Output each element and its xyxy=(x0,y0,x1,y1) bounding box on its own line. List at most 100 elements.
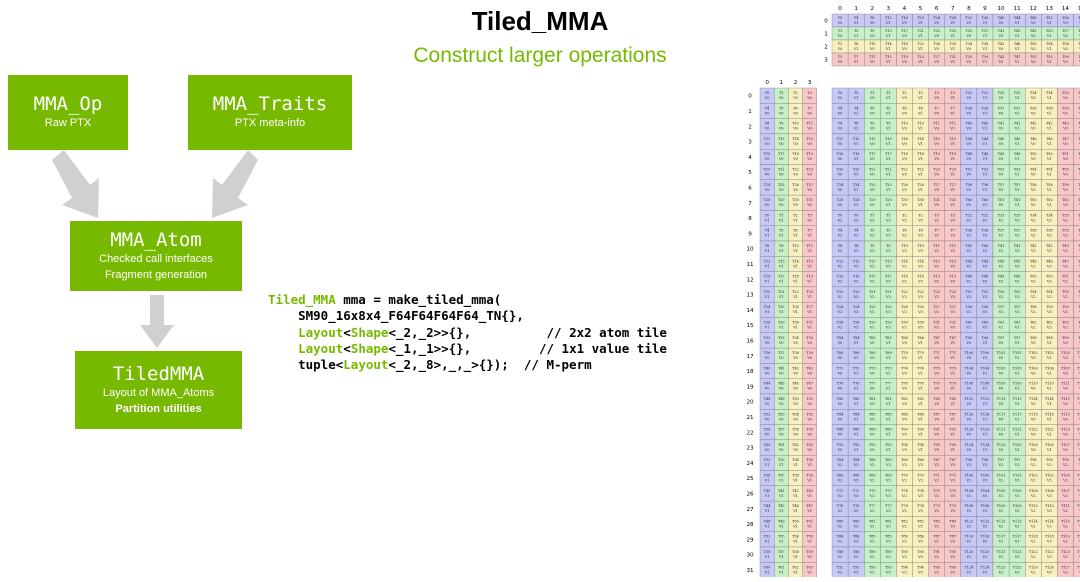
b-cell-value: V1 xyxy=(1046,21,1052,25)
a-cell-thread: T10 xyxy=(792,122,799,126)
c-cell-thread: T119 xyxy=(1061,535,1070,539)
c-cell-thread: T114 xyxy=(1045,397,1054,401)
c-cell-thread: T16 xyxy=(837,152,844,156)
a-cell-value: V0 xyxy=(792,356,798,360)
a-cell-thread: T33 xyxy=(778,336,785,340)
code-type: Tiled_MMA xyxy=(268,292,336,307)
c-cell-value: V1 xyxy=(885,96,891,100)
c-cell-value: V3 xyxy=(949,479,955,483)
a-cell-thread: T43 xyxy=(806,489,813,493)
c-cell-value: V3 xyxy=(853,463,859,467)
a-cell-value: V1 xyxy=(778,540,784,544)
a-cell-thread: T27 xyxy=(806,305,813,309)
c-cell-thread: T87 xyxy=(933,535,940,539)
c-cell-thread: T66 xyxy=(901,458,908,462)
c-cell-value: V0 xyxy=(869,371,875,375)
c-cell-value: V3 xyxy=(1014,218,1020,222)
c-cell-thread: T122 xyxy=(1029,428,1038,432)
code-line-2: SM90_16x8x4_F64F64F64F64_TN{}, xyxy=(268,308,524,323)
a-row-index: 19 xyxy=(746,384,754,390)
b-cell-thread: T4 xyxy=(854,16,858,20)
c-cell-value: V3 xyxy=(917,295,923,299)
a-cell-thread: T17 xyxy=(778,152,785,156)
c-cell-thread: T78 xyxy=(901,504,908,508)
b-cell-thread: T21 xyxy=(917,29,924,33)
c-cell-value: V2 xyxy=(901,249,907,253)
b-cell-value: V0 xyxy=(869,47,875,51)
b-cell-value: V0 xyxy=(998,21,1004,25)
tiled-mma-box: TiledMMA Layout of MMA_Atoms Partition u… xyxy=(75,351,242,429)
c-cell-thread: T114 xyxy=(1029,397,1038,401)
c-cell-value: V0 xyxy=(869,111,875,115)
c-cell-thread: T56 xyxy=(982,305,989,309)
b-col-index: 6 xyxy=(935,6,939,12)
c-cell-thread: T27 xyxy=(949,183,956,187)
c-cell-thread: T105 xyxy=(1013,366,1022,370)
c-cell-thread: T21 xyxy=(869,290,876,294)
c-cell-thread: T8 xyxy=(838,122,842,126)
b-cell-thread: T43 xyxy=(998,55,1005,59)
c-cell-value: V3 xyxy=(853,479,859,483)
c-cell-thread: T75 xyxy=(949,366,956,370)
b-cell-thread: T10 xyxy=(869,42,876,46)
c-cell-value: V3 xyxy=(982,280,988,284)
c-cell-value: V2 xyxy=(901,310,907,314)
c-cell-value: V3 xyxy=(982,509,988,513)
c-cell-thread: T50 xyxy=(1030,275,1037,279)
c-cell-value: V0 xyxy=(901,433,907,437)
c-cell-thread: T5 xyxy=(870,229,874,233)
c-cell-value: V0 xyxy=(1030,188,1036,192)
c-cell-thread: T14 xyxy=(917,259,924,263)
c-cell-thread: T19 xyxy=(933,275,940,279)
a-cell-thread: T31 xyxy=(806,321,813,325)
c-cell-value: V2 xyxy=(966,494,972,498)
c-cell-thread: T26 xyxy=(917,305,924,309)
c-cell-thread: T110 xyxy=(1029,382,1038,386)
a-cell-value: V1 xyxy=(792,310,798,314)
a-cell-thread: T47 xyxy=(806,504,813,508)
c-cell-thread: T93 xyxy=(869,443,876,447)
c-cell-thread: T110 xyxy=(1029,504,1038,508)
a-cell-thread: T4 xyxy=(765,106,769,110)
c-cell-value: V2 xyxy=(966,280,972,284)
c-cell-value: V2 xyxy=(1062,509,1068,513)
c-cell-thread: T88 xyxy=(853,550,860,554)
c-cell-thread: T116 xyxy=(964,535,973,539)
c-cell-value: V0 xyxy=(933,387,939,391)
a-cell-value: V1 xyxy=(764,264,770,268)
c-cell-value: V2 xyxy=(998,295,1004,299)
c-cell-value: V3 xyxy=(1046,280,1052,284)
c-cell-thread: T95 xyxy=(933,565,940,569)
b-cell-value: V1 xyxy=(1046,60,1052,64)
b-cell-thread: T53 xyxy=(1046,29,1053,33)
c-cell-value: V0 xyxy=(966,203,972,207)
c-cell-thread: T66 xyxy=(917,458,924,462)
mma-op-desc: Raw PTX xyxy=(8,115,128,131)
c-cell-thread: T71 xyxy=(933,474,940,478)
c-cell-thread: T15 xyxy=(949,137,956,141)
c-cell-value: V1 xyxy=(853,371,859,375)
c-cell-thread: T76 xyxy=(853,382,860,386)
c-cell-value: V0 xyxy=(869,96,875,100)
c-cell-thread: T83 xyxy=(949,519,956,523)
c-cell-thread: T57 xyxy=(998,183,1005,187)
c-cell-thread: T118 xyxy=(1045,412,1054,416)
c-cell-thread: T70 xyxy=(917,351,924,355)
a-cell-thread: T46 xyxy=(792,504,799,508)
c-cell-value: V0 xyxy=(933,173,939,177)
c-cell-thread: T38 xyxy=(1030,106,1037,110)
c-cell-value: V3 xyxy=(949,295,955,299)
a-cell-thread: T8 xyxy=(765,244,769,248)
c-cell-value: V2 xyxy=(869,524,875,528)
c-cell-value: V2 xyxy=(933,249,939,253)
c-cell-thread: T5 xyxy=(870,106,874,110)
c-cell-thread: T113 xyxy=(997,397,1006,401)
a-cell-thread: T19 xyxy=(806,275,813,279)
c-cell-thread: T85 xyxy=(869,535,876,539)
c-cell-value: V0 xyxy=(901,157,907,161)
c-cell-value: V1 xyxy=(917,402,923,406)
c-cell-value: V1 xyxy=(1014,433,1020,437)
c-cell-thread: T16 xyxy=(853,152,860,156)
c-cell-value: V1 xyxy=(1014,203,1020,207)
c-cell-thread: T122 xyxy=(1045,428,1054,432)
